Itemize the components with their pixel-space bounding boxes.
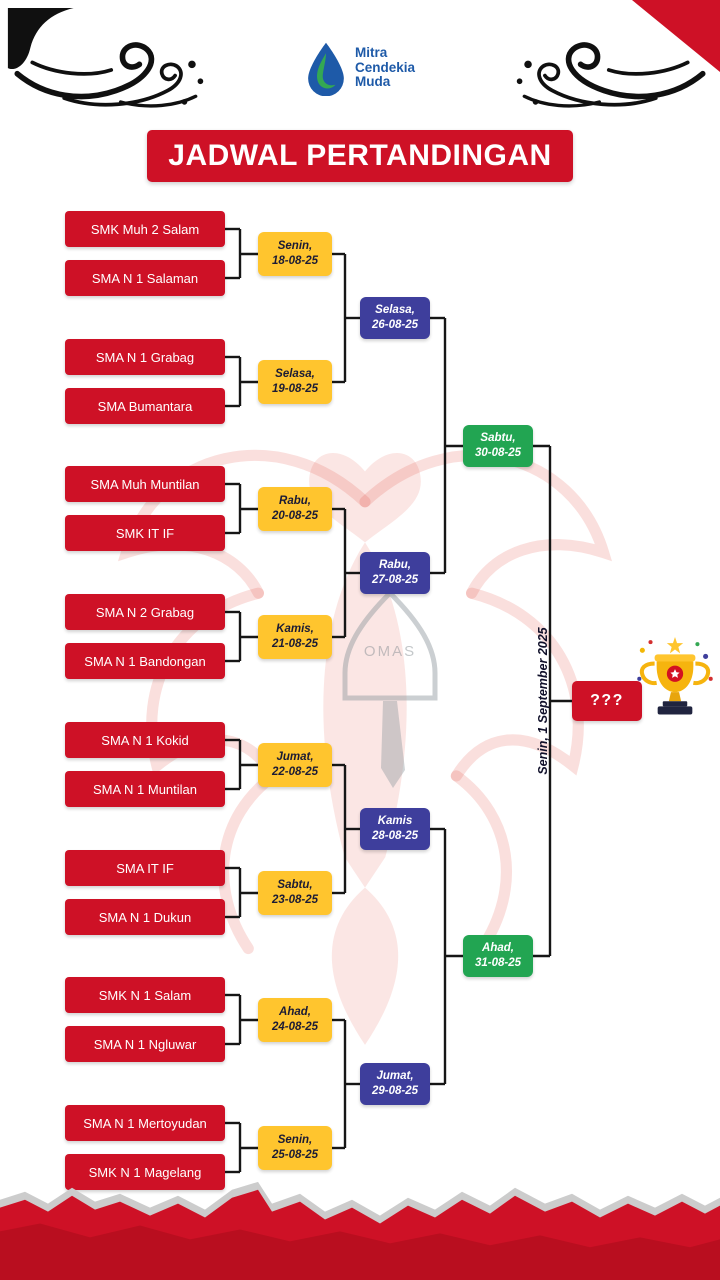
team-name: SMK Muh 2 Salam (90, 221, 200, 237)
match-date-box: Sabtu, 23-08-25 (258, 871, 332, 915)
flourish-ornament-icon (7, 8, 204, 108)
trophy-icon (637, 637, 713, 715)
match-day: Rabu, (279, 495, 311, 508)
team-box: SMA Muh Muntilan (65, 466, 225, 502)
match-date: 31-08-25 (474, 957, 522, 969)
brand-line: Muda (354, 74, 391, 90)
match-date-box: Rabu, 20-08-25 (258, 487, 332, 531)
team-name: SMA N 1 Ngluwar (93, 1036, 197, 1052)
brand-logo: Mitra Cendekia Muda (305, 40, 415, 96)
team-box: SMA Bumantara (65, 388, 225, 424)
match-day: Jumat, (376, 1070, 414, 1083)
match-date: 29-08-25 (371, 1085, 419, 1097)
droplet-icon (308, 42, 344, 96)
match-day: Senin, (277, 1134, 313, 1147)
match-date-box: Kamis, 21-08-25 (258, 615, 332, 659)
brand-name: Mitra Cendekia Muda (355, 46, 415, 90)
match-date: 21-08-25 (271, 638, 319, 650)
match-day: Kamis (377, 815, 413, 828)
team-name: SMA Muh Muntilan (90, 476, 200, 492)
brand-line: Mitra (354, 45, 388, 61)
match-day: Sabtu, (480, 432, 516, 445)
match-date-box: Selasa, 19-08-25 (258, 360, 332, 404)
team-name: SMA N 1 Kokid (101, 732, 189, 748)
match-date-box: Jumat, 22-08-25 (258, 743, 332, 787)
champion-box: ??? (572, 681, 642, 721)
match-date: 28-08-25 (371, 830, 419, 842)
match-day: Senin, (277, 240, 313, 253)
match-date-box: Senin, 18-08-25 (258, 232, 332, 276)
team-name: SMK N 1 Magelang (88, 1164, 202, 1180)
match-day: Selasa, (275, 368, 315, 381)
match-date: 22-08-25 (271, 766, 319, 778)
team-name: SMA N 1 Dukun (98, 909, 192, 925)
match-day: Kamis, (276, 623, 314, 636)
team-box: SMA N 1 Bandongan (65, 643, 225, 679)
match-date: 18-08-25 (271, 255, 319, 267)
team-name: SMA N 1 Bandongan (84, 653, 206, 669)
brand-line: Cendekia (354, 59, 416, 75)
match-date: 30-08-25 (474, 447, 522, 459)
match-date-box: Sabtu, 30-08-25 (463, 425, 533, 467)
team-box: SMK IT IF (65, 515, 225, 551)
team-name: SMA Bumantara (97, 398, 193, 414)
match-date: 25-08-25 (271, 1149, 319, 1161)
team-name: SMA N 1 Salaman (91, 270, 199, 286)
match-date-box: Senin, 25-08-25 (258, 1126, 332, 1170)
match-date: 23-08-25 (271, 894, 319, 906)
crest-text: OMAS (364, 643, 416, 660)
flourish-ornament-icon (516, 42, 706, 108)
match-day: Ahad, (279, 1006, 311, 1019)
match-day: Sabtu, (277, 879, 313, 892)
team-box: SMK Muh 2 Salam (65, 211, 225, 247)
match-date-box: Ahad, 31-08-25 (463, 935, 533, 977)
team-box: SMA N 1 Grabag (65, 339, 225, 375)
page-title: JADWAL PERTANDINGAN (168, 139, 552, 172)
match-date-box: Ahad, 24-08-25 (258, 998, 332, 1042)
team-name: SMA IT IF (116, 860, 174, 876)
match-day: Ahad, (482, 942, 514, 955)
match-date-box: Rabu, 27-08-25 (360, 552, 430, 594)
team-box: SMA N 2 Grabag (65, 594, 225, 630)
match-date: 20-08-25 (271, 510, 319, 522)
match-day: Rabu, (379, 559, 411, 572)
team-box: SMK N 1 Salam (65, 977, 225, 1013)
team-box: SMA N 1 Dukun (65, 899, 225, 935)
match-day: Selasa, (375, 304, 415, 317)
team-name: SMA N 1 Mertoyudan (83, 1115, 207, 1131)
team-box: SMA N 1 Muntilan (65, 771, 225, 807)
team-name: SMK N 1 Salam (98, 987, 192, 1003)
school-crest-watermark: OMAS (342, 589, 438, 788)
team-box: SMA IT IF (65, 850, 225, 886)
final-date-label: Senin, 1 September 2025 (536, 627, 550, 775)
champion-placeholder: ??? (590, 692, 624, 709)
match-date: 19-08-25 (271, 383, 319, 395)
team-box: SMA N 1 Salaman (65, 260, 225, 296)
match-date-box: Jumat, 29-08-25 (360, 1063, 430, 1105)
team-name: SMA N 1 Grabag (95, 349, 195, 365)
team-name: SMA N 1 Muntilan (92, 781, 198, 797)
match-date: 26-08-25 (371, 319, 419, 331)
match-date-box: Selasa, 26-08-25 (360, 297, 430, 339)
match-date: 27-08-25 (371, 574, 419, 586)
team-box: SMA N 1 Ngluwar (65, 1026, 225, 1062)
team-name: SMA N 2 Grabag (95, 604, 195, 620)
team-name: SMK IT IF (115, 525, 175, 541)
team-box: SMA N 1 Kokid (65, 722, 225, 758)
title-banner: JADWAL PERTANDINGAN (147, 130, 573, 182)
torn-paper-edge (0, 1181, 720, 1280)
team-box: SMA N 1 Mertoyudan (65, 1105, 225, 1141)
match-date-box: Kamis 28-08-25 (360, 808, 430, 850)
match-date: 24-08-25 (271, 1021, 319, 1033)
match-day: Jumat, (276, 751, 314, 764)
team-box: SMK N 1 Magelang (65, 1154, 225, 1190)
